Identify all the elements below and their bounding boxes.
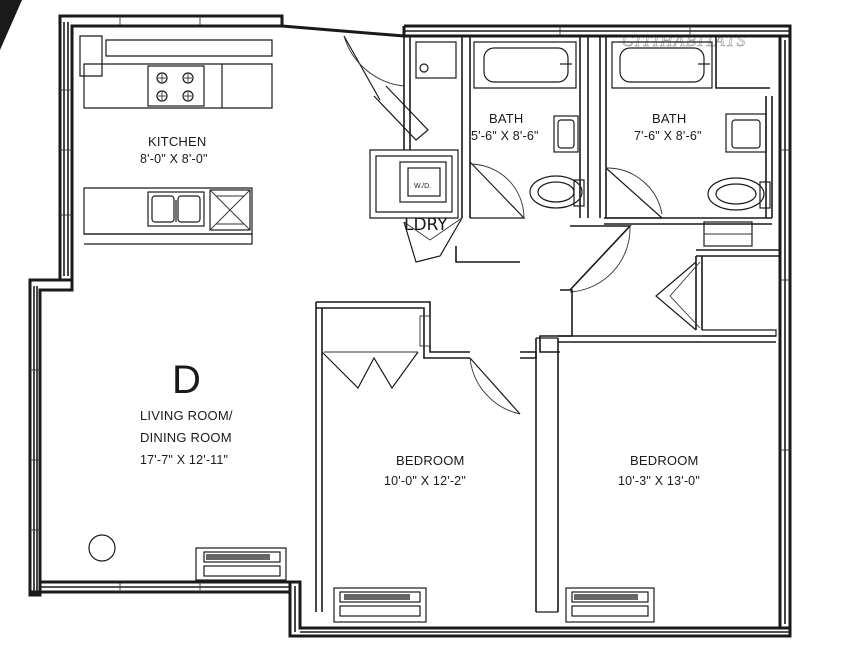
- bedroom-1-dims: 10'-0" X 12'-2": [384, 474, 466, 488]
- laundry-label: LDRY: [404, 215, 448, 235]
- living-label-line2: DINING ROOM: [140, 430, 232, 445]
- kitchen-label: KITCHEN: [148, 134, 206, 149]
- column: [88, 534, 116, 562]
- bath-1-label: BATH: [489, 111, 524, 126]
- living-label-line1: LIVING ROOM/: [140, 408, 233, 423]
- corner-marker: [0, 0, 22, 50]
- bath-1-fixtures: [403, 36, 589, 219]
- bath-1-dims: 5'-6" X 8'-6": [471, 129, 539, 143]
- bath-2-label: BATH: [652, 111, 687, 126]
- unit-letter: D: [172, 358, 201, 402]
- kitchen-dims: 8'-0" X 8'-0": [140, 152, 208, 166]
- watermark: CITIHABITATS: [622, 31, 747, 50]
- interior-walls: [315, 225, 780, 613]
- window-mullions: [30, 16, 790, 592]
- kitchen-fixtures: [79, 35, 273, 245]
- bedroom-2-label: BEDROOM: [630, 453, 699, 468]
- bedroom-2-dims: 10'-3" X 13'-0": [618, 474, 700, 488]
- radiators: [195, 547, 655, 623]
- living-dims: 17'-7" X 12'-11": [140, 453, 228, 467]
- laundry-appliance-label: W./D.: [414, 183, 431, 190]
- bedroom-1-label: BEDROOM: [396, 453, 465, 468]
- exterior-walls: [28, 14, 792, 638]
- entry-area: [343, 35, 463, 263]
- bath-2-dims: 7'-6" X 8'-6": [634, 129, 702, 143]
- bath-2-fixtures: [599, 36, 773, 247]
